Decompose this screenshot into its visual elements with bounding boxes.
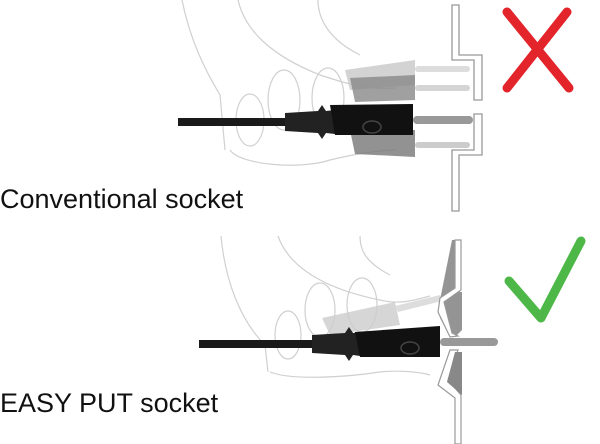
- plug-boot: [312, 327, 360, 361]
- power-cord: [199, 340, 315, 348]
- conventional-socket-wall: [451, 4, 483, 212]
- plug-boot: [285, 105, 335, 139]
- power-cord: [178, 118, 288, 126]
- ghost-plugs: [322, 295, 442, 335]
- ghost-plugs: [345, 60, 470, 157]
- conventional-panel: [178, 0, 574, 212]
- plug-body: [330, 104, 413, 135]
- easy-put-socket-label: EASY PUT socket: [0, 388, 219, 418]
- plug-pin: [440, 338, 498, 346]
- socket-shadow: [447, 352, 462, 395]
- conventional-socket-label: Conventional socket: [0, 184, 244, 214]
- easy-put-panel: [199, 235, 586, 444]
- plug-pin: [413, 116, 473, 124]
- plug: [199, 326, 498, 361]
- cross-icon: [502, 7, 574, 93]
- checkmark-icon: [504, 236, 586, 323]
- hand-outline: [220, 235, 431, 378]
- plug: [178, 104, 473, 139]
